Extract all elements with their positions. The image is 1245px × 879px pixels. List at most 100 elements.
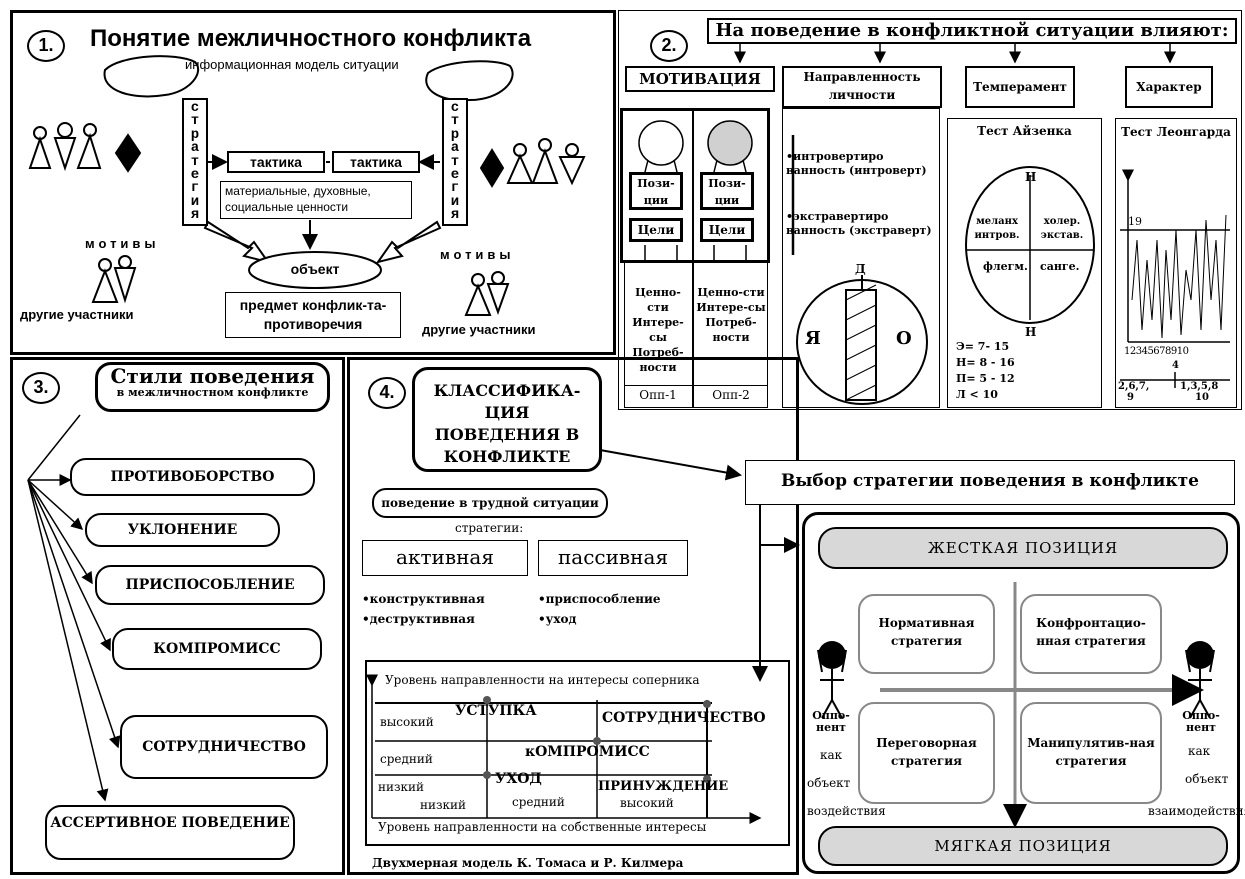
strategy-right-letter: е bbox=[450, 167, 460, 184]
panel45-graphics bbox=[366, 449, 1215, 828]
confrontation-strategy-box: Конфронтацио-нная стратегия bbox=[1020, 594, 1162, 674]
opponent-left-action: воздействия bbox=[807, 804, 886, 818]
tactic-left-box: тактика bbox=[227, 151, 325, 173]
strategy-left-letter: с bbox=[190, 100, 200, 116]
temperament-box: Темперамент bbox=[965, 66, 1075, 108]
leonhard-scale-mid: 4 bbox=[1172, 360, 1179, 371]
style-adaptation: ПРИСПОСОБЛЕНИЕ bbox=[95, 565, 325, 605]
strategy-right-letter: с bbox=[450, 100, 460, 116]
panel-1-title: Понятие межличностного конфликта bbox=[90, 25, 532, 52]
col-high-label: высокий bbox=[620, 796, 674, 810]
motives-right: мотивы bbox=[440, 247, 515, 262]
compromise-label: кОМПРОМИСС bbox=[525, 744, 650, 760]
difficult-situation-box: поведение в трудной ситуации bbox=[372, 488, 608, 518]
panel-3 bbox=[10, 357, 345, 875]
strategy-left-letter: и bbox=[190, 193, 200, 210]
strategy-right-letter: а bbox=[450, 140, 460, 157]
panel-1 bbox=[10, 10, 616, 355]
style-assertive: АССЕРТИВНОЕ ПОВЕДЕНИЕ bbox=[45, 805, 295, 860]
extravert-text: •экстравертиро ванность (экстраверт) bbox=[786, 210, 932, 237]
opponent-right-action: взаимодействия bbox=[1148, 804, 1245, 818]
panel-3-number: 3. bbox=[22, 372, 60, 404]
phlegmatic-label: флегм. bbox=[983, 260, 1028, 273]
style-avoidance: УКЛОНЕНИЕ bbox=[85, 513, 280, 547]
positions-box-2: Пози-ции bbox=[700, 172, 754, 210]
d-label: Д bbox=[855, 262, 866, 276]
row-mid-label: средний bbox=[380, 752, 433, 766]
p-range: П= 5 - 12 bbox=[956, 372, 1015, 385]
orientation-box: Направленность личности bbox=[782, 66, 942, 108]
leaving-label: •уход bbox=[538, 612, 577, 626]
panel-2 bbox=[618, 10, 1242, 410]
strategy-left-letter: е bbox=[190, 167, 200, 184]
strategy-left-letter: г bbox=[190, 180, 200, 197]
leonhard-y-tick: 19 bbox=[1128, 215, 1142, 228]
cooperation-label: СОТРУДНИЧЕСТВО bbox=[602, 710, 766, 726]
o-label: О bbox=[896, 328, 912, 349]
temperament-frame bbox=[947, 118, 1102, 408]
strategy-right-letter: т bbox=[450, 153, 460, 170]
motivation-divider bbox=[692, 108, 694, 408]
values-text-2: Ценно-сти Интере-сы Потреб-ности bbox=[696, 286, 766, 344]
melancholic-label: меланх интров. bbox=[974, 216, 1020, 241]
tactic-right-box: тактика bbox=[332, 151, 420, 173]
opponent-right-title: Оппо-нент bbox=[1182, 709, 1220, 734]
motivation-box: МОТИВАЦИЯ bbox=[625, 66, 775, 92]
grid-x-title: Уровень направленности на собственные ин… bbox=[378, 820, 707, 834]
opponent-right-object: объект bbox=[1185, 772, 1229, 786]
opponent-left-title: Оппо-нент bbox=[812, 709, 850, 734]
styles-title: Стили поведения bbox=[110, 364, 315, 388]
panel-2-header: На поведение в конфликтной ситуации влия… bbox=[707, 18, 1237, 44]
character-frame bbox=[1115, 118, 1237, 408]
goals-box-2: Цели bbox=[700, 218, 754, 242]
motives-left: мотивы bbox=[85, 236, 160, 251]
strategy-right-letter: и bbox=[450, 193, 460, 210]
choleric-label: холер. экстав. bbox=[1040, 216, 1084, 241]
strategy-right-letter: т bbox=[450, 113, 460, 130]
adaptation-label: •приспособление bbox=[538, 592, 661, 606]
style-confrontation: ПРОТИВОБОРСТВО bbox=[70, 458, 315, 496]
concession-label: УСТУПКА bbox=[455, 703, 537, 719]
positions-box-1: Пози-ции bbox=[629, 172, 683, 210]
leonhard-scale-left2: 9 bbox=[1127, 392, 1134, 403]
hard-position-box: ЖЕСТКАЯ ПОЗИЦИЯ bbox=[818, 527, 1228, 569]
row-low-label: низкий bbox=[378, 780, 425, 794]
grid-caption: Двухмерная модель К. Томаса и Р. Килмера bbox=[372, 856, 684, 870]
classification-box: КЛАССИФИКА-ЦИЯ ПОВЕДЕНИЯ В КОНФЛИКТЕ bbox=[412, 367, 602, 472]
strategy-left-letter: р bbox=[190, 126, 200, 143]
strategy-right-letter: р bbox=[450, 126, 460, 143]
strategies-label: стратегии: bbox=[455, 521, 524, 535]
leave-label: УХОД bbox=[495, 771, 542, 787]
info-model-label: информационная модель ситуации bbox=[185, 57, 399, 72]
coercion-label: ПРИНУЖДЕНИЕ bbox=[598, 779, 729, 794]
active-box: активная bbox=[362, 540, 528, 576]
opponent-left-object: объект bbox=[807, 776, 851, 790]
normative-strategy-box: Нормативная стратегия bbox=[858, 594, 995, 674]
panel3-graphics bbox=[27, 414, 121, 802]
panel-2-number: 2. bbox=[650, 30, 688, 62]
leonhard-scale-left: 2,6,7, bbox=[1118, 381, 1150, 392]
leonhard-x-ticks: 12345678910 bbox=[1124, 346, 1189, 357]
character-box: Характер bbox=[1125, 66, 1213, 108]
leonhard-scale-right2: 10 bbox=[1195, 392, 1209, 403]
strategy-left-letter: я bbox=[190, 207, 200, 224]
n-label-bottom: Н bbox=[1025, 325, 1037, 339]
negotiation-strategy-box: Переговорная стратегия bbox=[858, 702, 995, 804]
opp-1-label: Опп-1 bbox=[639, 388, 677, 402]
opp-row-line bbox=[624, 385, 768, 386]
passive-box: пассивная bbox=[538, 540, 688, 576]
eysenck-label: Тест Айзенка bbox=[977, 124, 1072, 138]
subject-box: предмет конфлик-та-противоречия bbox=[225, 292, 401, 338]
leonhard-scale-right: 1,3,5,8 bbox=[1180, 381, 1219, 392]
object-label: объект bbox=[290, 261, 340, 277]
style-compromise: КОМПРОМИСС bbox=[112, 628, 322, 670]
opponent-right-as: как bbox=[1188, 744, 1211, 758]
introvert-text: •интровертиро ванность (интроверт) bbox=[786, 150, 927, 177]
n-range: Н= 8 - 16 bbox=[956, 356, 1015, 369]
strategy-left-letter: т bbox=[190, 113, 200, 130]
motivation-frame bbox=[620, 108, 770, 263]
panel-1-number: 1. bbox=[27, 30, 65, 62]
